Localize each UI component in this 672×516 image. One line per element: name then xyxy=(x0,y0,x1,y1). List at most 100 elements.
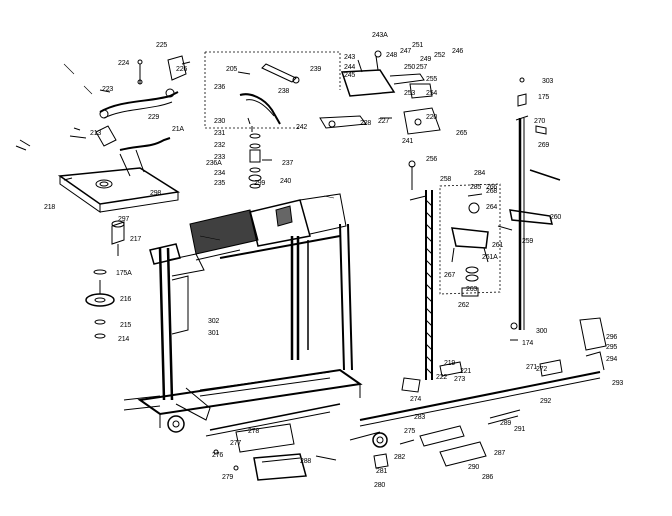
callout-label: 216 xyxy=(120,296,132,303)
callout-label: 261 xyxy=(492,242,504,249)
callout-label: 262 xyxy=(458,302,470,309)
callout-label: 280 xyxy=(374,482,386,489)
callout-label: 265 xyxy=(456,130,468,137)
callout-label: 21A xyxy=(172,126,184,133)
callout-label: 261A xyxy=(482,254,498,261)
callout-label: 205 xyxy=(226,66,238,73)
callout-label: 233 xyxy=(214,154,226,161)
callout-label: 220 xyxy=(426,114,438,121)
callout-label: 281 xyxy=(376,468,388,475)
callout-label: 214 xyxy=(118,336,130,343)
feed-rack xyxy=(408,160,433,380)
callout-label: 174 xyxy=(522,340,534,347)
callout-label: 278 xyxy=(248,428,260,435)
callout-label: 258 xyxy=(440,176,452,183)
callout-label: 243 xyxy=(344,54,356,61)
callout-label: 234 xyxy=(214,170,226,177)
callout-label: 287 xyxy=(494,450,506,457)
callout-label: 266 xyxy=(486,184,498,191)
callout-label: 251 xyxy=(412,42,424,49)
callout-label: 294 xyxy=(606,356,618,363)
bottom-left-parts xyxy=(213,423,415,481)
callout-label: 301 xyxy=(208,330,220,337)
callout-label: 228 xyxy=(360,120,372,127)
callout-label: 243A xyxy=(372,32,388,39)
callout-label: 286 xyxy=(482,474,494,481)
callout-label: 226 xyxy=(176,66,188,73)
callout-label: 217 xyxy=(130,236,142,243)
presser-foot-assembly xyxy=(439,183,501,297)
callout-label: 218 xyxy=(44,204,56,211)
callout-label: 253 xyxy=(404,90,416,97)
callout-label: 290 xyxy=(468,464,480,471)
callout-label: 275 xyxy=(404,428,416,435)
callout-label: 259 xyxy=(522,238,534,245)
callout-label: 215 xyxy=(120,322,132,329)
callout-label: 299 xyxy=(254,180,266,187)
leader-marks xyxy=(63,63,335,241)
callout-label: 238 xyxy=(278,88,290,95)
callout-label: 235 xyxy=(214,180,226,187)
top-center-outline xyxy=(204,51,341,129)
callout-label: 271 xyxy=(526,364,538,371)
callout-label: 245 xyxy=(344,72,356,79)
callout-label: 257 xyxy=(416,64,428,71)
callout-label: 297 xyxy=(118,216,130,223)
callout-label: 244 xyxy=(344,64,356,71)
top-right-bracket xyxy=(319,50,441,135)
callout-label: 225 xyxy=(156,42,168,49)
callout-label: 272 xyxy=(536,366,548,373)
callout-label: 236A xyxy=(206,160,222,167)
callout-label: 231 xyxy=(214,130,226,137)
callout-label: 213 xyxy=(90,130,102,137)
callout-label: 274 xyxy=(410,396,422,403)
callout-label: 222 xyxy=(436,374,448,381)
callout-label: 295 xyxy=(606,344,618,351)
callout-label: 303 xyxy=(542,78,554,85)
callout-label: 255 xyxy=(426,76,438,83)
callout-label: 282 xyxy=(394,454,406,461)
callout-label: 277 xyxy=(230,440,242,447)
callout-label: 260 xyxy=(550,214,562,221)
callout-label: 292 xyxy=(540,398,552,405)
callout-label: 241 xyxy=(402,138,414,145)
callout-label: 242 xyxy=(296,124,308,131)
needle-bar xyxy=(497,77,561,330)
callout-label: 248 xyxy=(386,52,398,59)
callout-label: 279 xyxy=(222,474,234,481)
callout-label: 291 xyxy=(514,426,526,433)
top-left-lever-assembly xyxy=(15,55,191,151)
callout-label: 298 xyxy=(150,190,162,197)
callout-label: 230 xyxy=(214,118,226,125)
callout-label: 263 xyxy=(466,286,478,293)
base-plate xyxy=(57,149,181,213)
callout-label: 249 xyxy=(420,56,432,63)
callout-label: 254 xyxy=(426,90,438,97)
callout-label: 227 xyxy=(378,118,390,125)
callout-label: 296 xyxy=(606,334,618,341)
callout-label: 285 xyxy=(470,184,482,191)
callout-label: 270 xyxy=(534,118,546,125)
callout-label: 232 xyxy=(214,142,226,149)
callout-label: 268 xyxy=(486,188,498,195)
callout-label: 264 xyxy=(486,204,498,211)
callout-label: 289 xyxy=(500,420,512,427)
callout-label: 276 xyxy=(212,452,224,459)
callout-label: 239 xyxy=(310,66,322,73)
callout-label: 229 xyxy=(148,114,160,121)
callout-label: 237 xyxy=(282,160,294,167)
callout-label: 221 xyxy=(460,368,472,375)
callout-label: 284 xyxy=(474,170,486,177)
callout-label: 219 xyxy=(444,360,456,367)
callout-label: 250 xyxy=(404,64,416,71)
callout-label: 223 xyxy=(102,86,114,93)
callout-label: 240 xyxy=(280,178,292,185)
callout-label: 252 xyxy=(434,52,446,59)
callout-label: 283 xyxy=(414,414,426,421)
callout-label: 256 xyxy=(426,156,438,163)
callout-label: 236 xyxy=(214,84,226,91)
callout-label: 273 xyxy=(454,376,466,383)
callout-label: 269 xyxy=(538,142,550,149)
